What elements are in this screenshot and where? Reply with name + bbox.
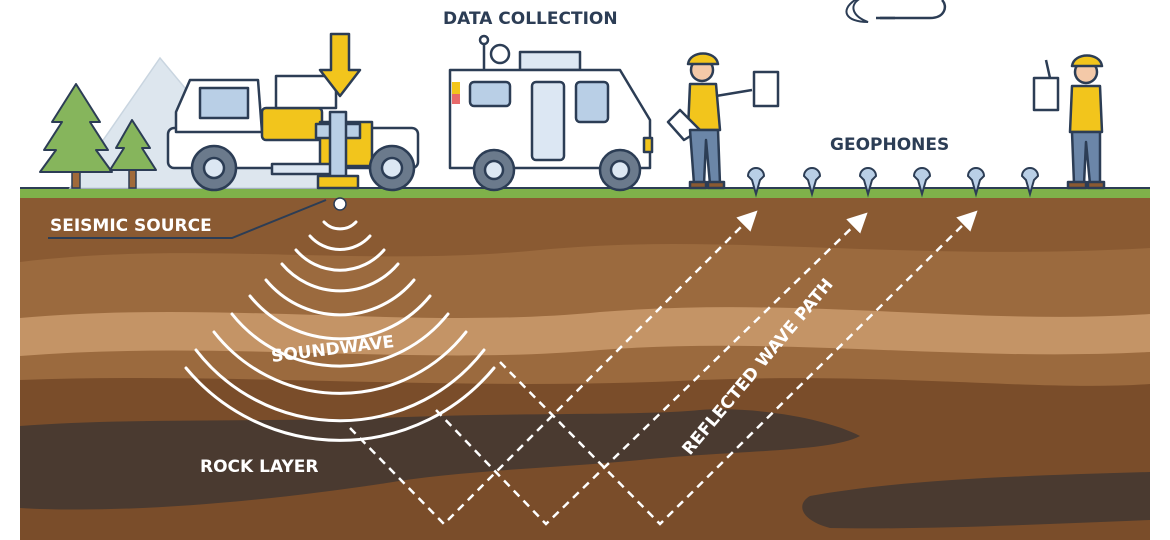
moon-icon [845,0,869,23]
seismic-source-leader [48,199,327,239]
worker-icon [666,52,780,190]
worker-icon [1032,54,1106,190]
geophone-icon [802,167,822,198]
underground-layers [20,196,1150,540]
geophone-icon [746,167,766,198]
seismic-source-point [333,197,347,211]
soundwave-arcs [184,220,496,442]
geophone-icon [966,167,986,198]
arrow-down-icon [318,32,362,98]
seismic-source-label: SEISMIC SOURCE [50,216,212,236]
geophone-icon [1020,167,1040,198]
geophone-icon [858,167,878,198]
rock-layer-shape [20,409,860,510]
van-icon [448,34,654,192]
data-collection-label: DATA COLLECTION [443,9,618,29]
truck-icon [166,74,420,192]
cloud-icon [876,0,947,20]
tree-icon [109,119,157,189]
rock-layer-label: ROCK LAYER [200,457,319,477]
rock-layer-shape-right [802,472,1150,529]
grass-strip [20,188,1150,198]
tree-icon [39,83,113,189]
reflected-wave-paths [349,210,978,526]
geophones-label: GEOPHONES [830,135,949,155]
geophone-icon [912,167,932,198]
